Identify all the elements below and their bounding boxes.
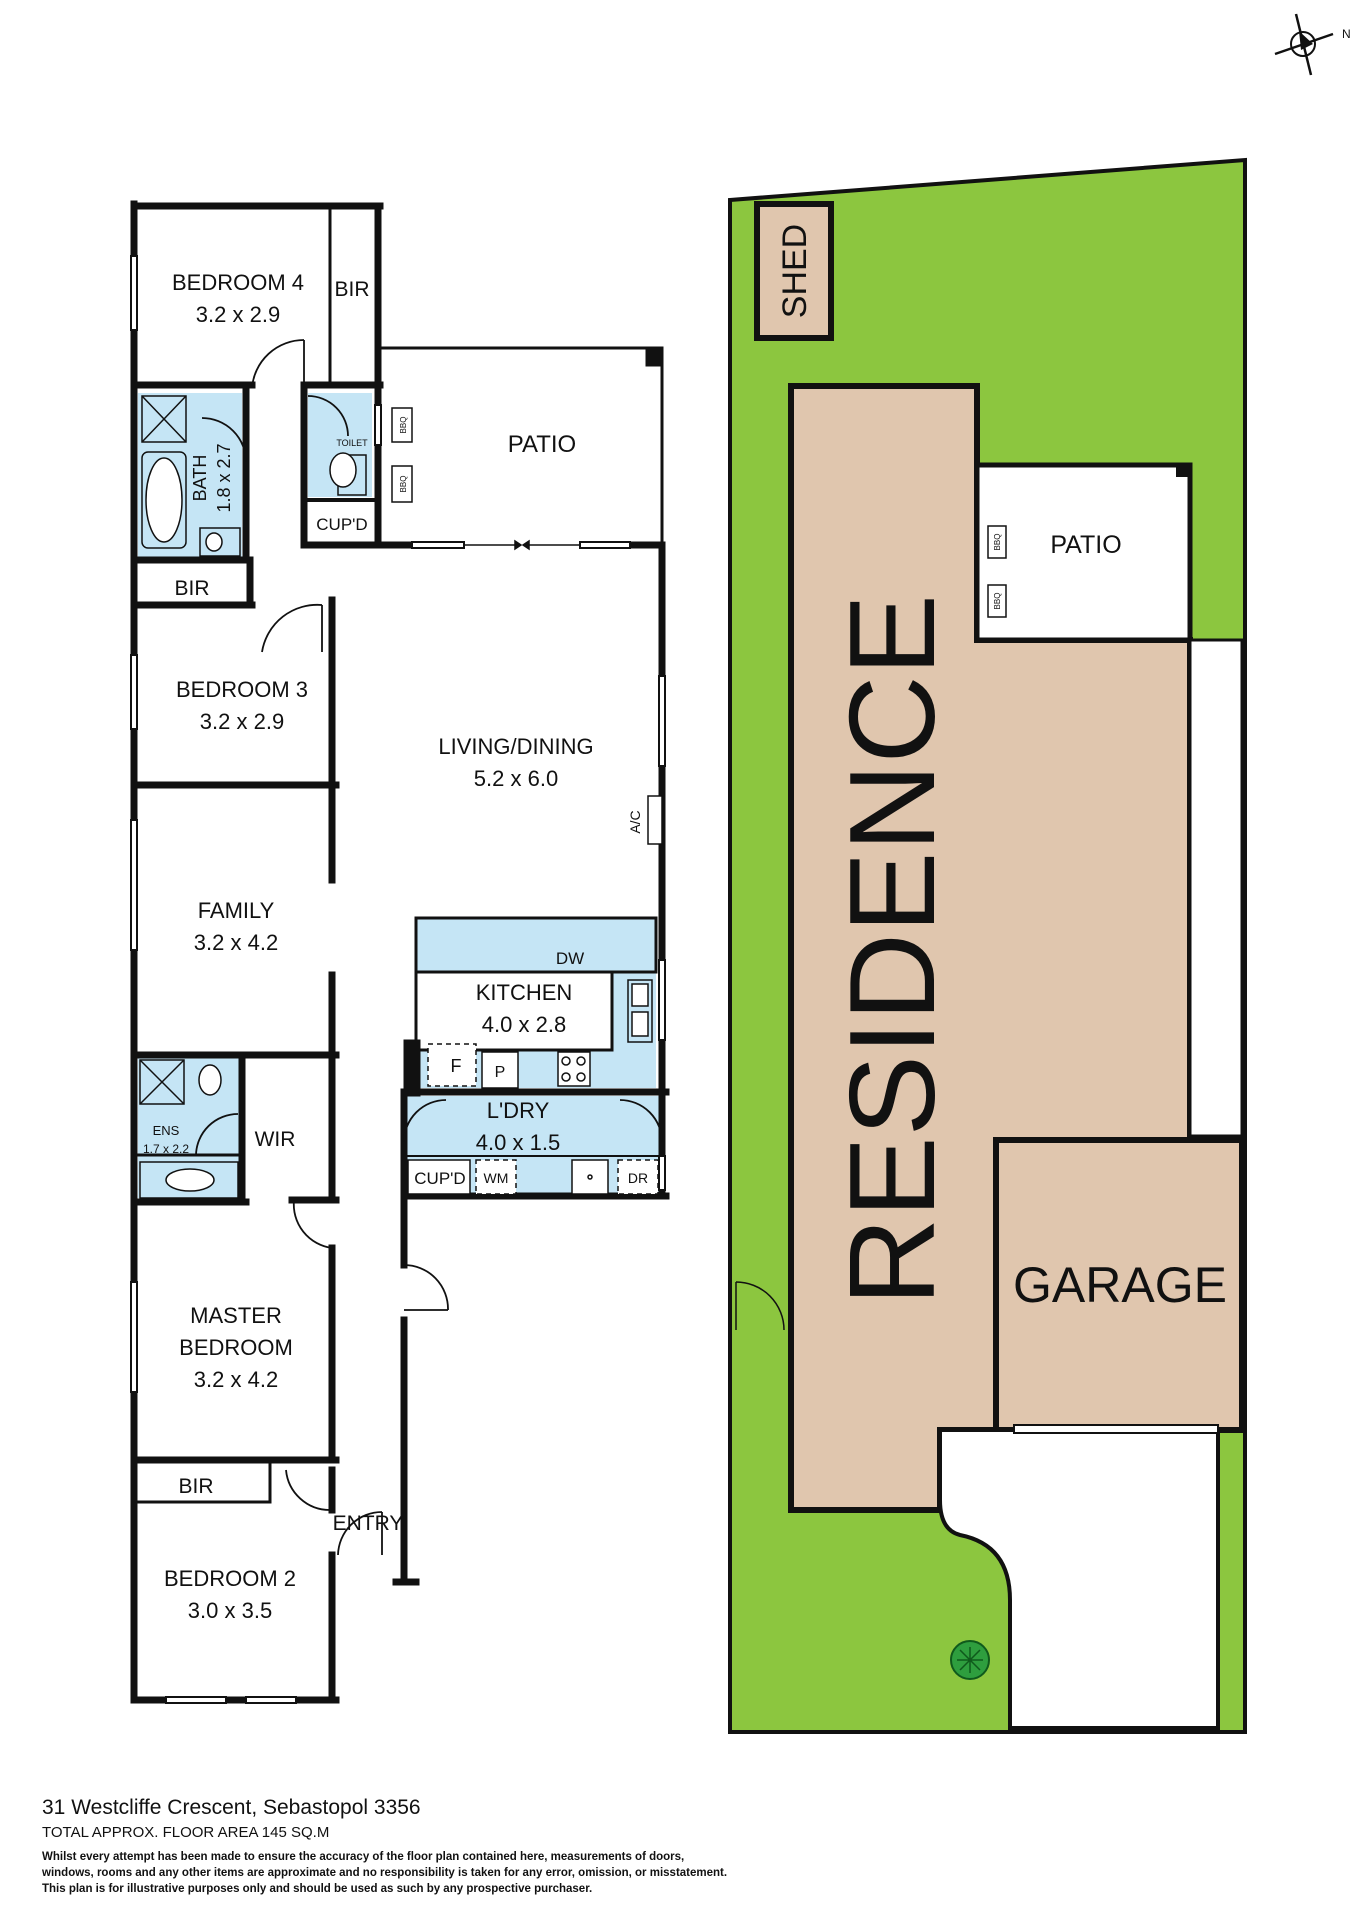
site-door-swing	[735, 1281, 785, 1331]
disclaimer: Whilst every attempt has been made to en…	[42, 1849, 942, 1897]
kitchen-size: 4.0 x 2.8	[482, 1012, 566, 1037]
garage-box	[993, 1137, 1245, 1433]
wm-label: WM	[484, 1170, 509, 1186]
site-plan: BBQ BBQ SHED PATIO RESIDENCE GARAGE	[728, 157, 1247, 1734]
ac-unit-icon	[647, 795, 663, 845]
bedroom2-name: BEDROOM 2	[164, 1566, 296, 1591]
plan-footer: 31 Westcliffe Crescent, Sebastopol 3356 …	[42, 1795, 942, 1897]
family-name: FAMILY	[198, 898, 275, 923]
bedroom2-bir: BIR	[178, 1475, 213, 1498]
laundry-name: L'DRY	[487, 1098, 550, 1123]
driveway	[938, 1428, 1220, 1730]
side-path	[1188, 638, 1244, 1138]
dryer-icon	[617, 1159, 659, 1195]
fridge-label: F	[451, 1056, 462, 1076]
laundry-size: 4.0 x 1.5	[476, 1130, 560, 1155]
bbq-label-1: BBQ	[399, 417, 408, 434]
dw-label: DW	[556, 949, 584, 968]
ensuite-basin-icon	[165, 1168, 215, 1192]
site-bbq-label-1: BBQ	[993, 534, 1002, 551]
shed-box	[754, 201, 834, 341]
family-size: 3.2 x 4.2	[194, 930, 278, 955]
master-name-1: MASTER	[190, 1303, 282, 1328]
toilet-icon	[329, 452, 367, 496]
fridge-icon	[427, 1043, 477, 1087]
floor-area: TOTAL APPROX. FLOOR AREA 145 SQ.M	[42, 1824, 330, 1841]
site-patio-label: PATIO	[1050, 531, 1121, 559]
property-address: 31 Westcliffe Crescent, Sebastopol 3356	[42, 1796, 421, 1819]
ens-name: ENS	[153, 1123, 180, 1138]
bedroom4-size: 3.2 x 2.9	[196, 302, 280, 327]
master-name-2: BEDROOM	[179, 1335, 293, 1360]
ens-size: 1.7 x 2.2	[143, 1142, 189, 1156]
north-arrow-icon: N	[1274, 13, 1351, 76]
fixtures	[139, 395, 663, 1199]
entry-name: ENTRY	[333, 1512, 404, 1535]
bedroom2-size: 3.0 x 3.5	[188, 1598, 272, 1623]
site-bbq-label-2: BBQ	[993, 593, 1002, 610]
disclaimer-line-3: This plan is for illustrative purposes o…	[42, 1883, 593, 1895]
door-swings	[195, 339, 663, 1556]
site-patio-box	[974, 462, 1193, 643]
bath-size: 1.8 x 2.7	[214, 443, 234, 512]
bedroom3-size: 3.2 x 2.9	[200, 709, 284, 734]
bedroom4-bir: BIR	[334, 278, 369, 301]
bbq-label-2: BBQ	[399, 476, 408, 493]
living-size: 5.2 x 6.0	[474, 766, 558, 791]
pantry-label: P	[495, 1064, 506, 1081]
toilet-label: TOILET	[336, 438, 368, 448]
pantry-icon	[481, 1051, 519, 1089]
disclaimer-line-1: Whilst every attempt has been made to en…	[42, 1851, 685, 1863]
north-label: N	[1342, 27, 1351, 41]
patio-name: PATIO	[508, 431, 576, 458]
washing-machine-icon	[475, 1159, 517, 1195]
disclaimer-line-2: windows, rooms and any other items are a…	[42, 1867, 728, 1879]
kitchen-name: KITCHEN	[476, 980, 573, 1005]
kitchen-bench-fill	[416, 918, 656, 972]
wir-label: WIR	[255, 1128, 296, 1151]
site-bbq-icon	[987, 525, 1007, 618]
ensuite-toilet-icon	[198, 1064, 222, 1096]
sliding-door-arrows	[464, 539, 580, 551]
dr-label: DR	[628, 1170, 648, 1186]
windows	[130, 255, 666, 1704]
room-labels: BEDROOM 4 3.2 x 2.9 BIR PATIO TOILET CUP…	[143, 270, 648, 1623]
bbq-icon	[391, 407, 413, 503]
cupboard-box	[407, 1159, 471, 1195]
bath-bir: BIR	[174, 577, 209, 600]
shed-label: SHED	[776, 224, 814, 318]
bedroom4-name: BEDROOM 4	[172, 270, 304, 295]
cupd-top-label: CUP'D	[316, 515, 367, 534]
bath-name: BATH	[190, 455, 210, 502]
bedroom3-name: BEDROOM 3	[176, 677, 308, 702]
tree-icon	[950, 1640, 990, 1680]
master-size: 3.2 x 4.2	[194, 1367, 278, 1392]
ac-label: A/C	[627, 810, 643, 833]
cooktop-icon	[557, 1051, 591, 1087]
living-name: LIVING/DINING	[438, 734, 593, 759]
residence-label: RESIDENCE	[824, 594, 960, 1306]
garage-label: GARAGE	[1013, 1257, 1227, 1313]
cupd-laundry-label: CUP'D	[414, 1169, 465, 1188]
